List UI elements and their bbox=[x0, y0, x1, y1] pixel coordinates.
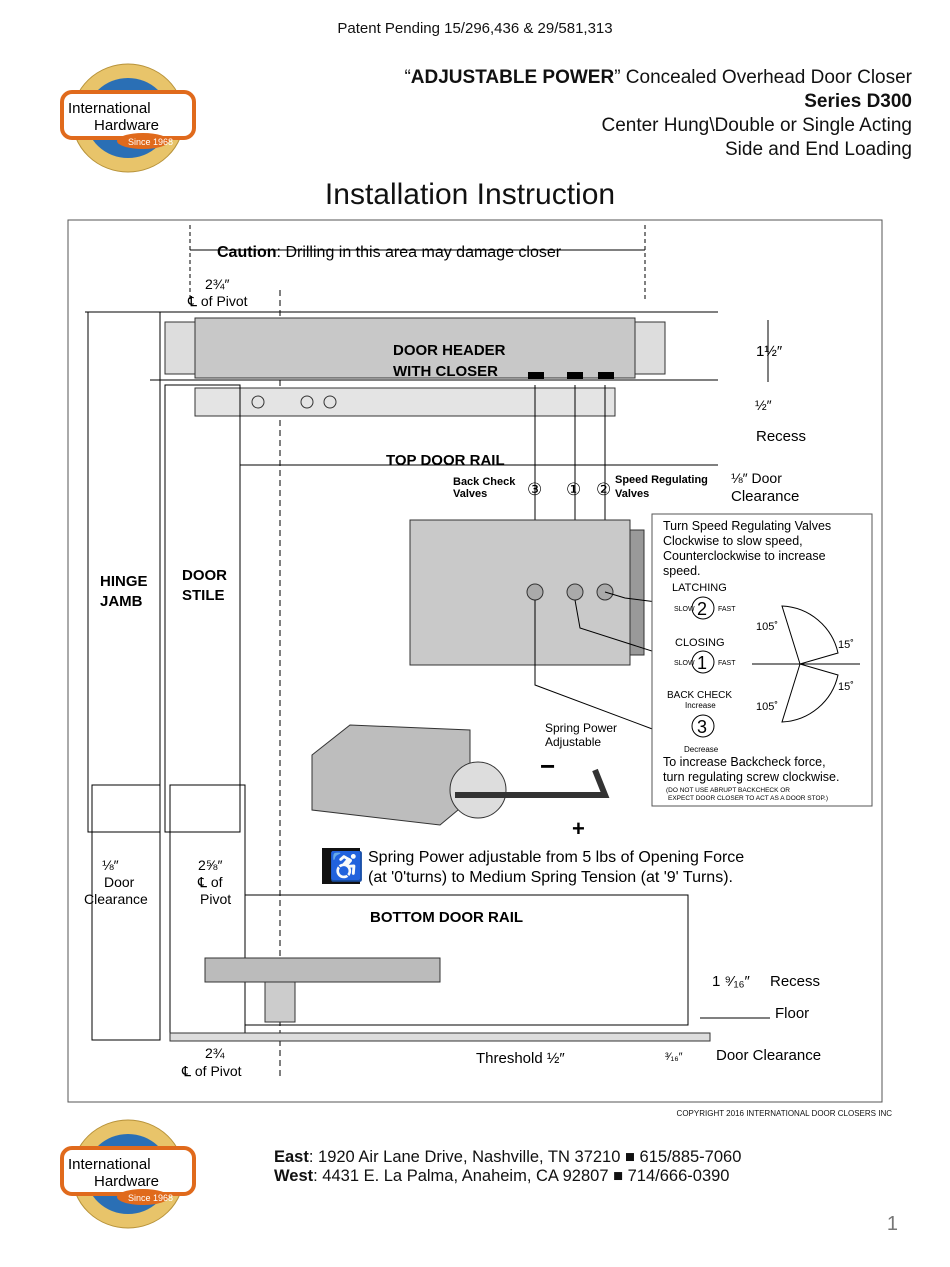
dim-half-label: ½″ bbox=[755, 397, 772, 413]
spring-power-2-label: Adjustable bbox=[545, 735, 601, 749]
threshold bbox=[169, 1032, 711, 1042]
diagram-frame bbox=[67, 219, 883, 1103]
plus-label: + bbox=[572, 816, 585, 841]
company-logo-footer: International Hardware Since 1968 bbox=[60, 1119, 196, 1229]
company-logo: International Hardware Since 1968 bbox=[60, 63, 196, 173]
n2-label: 2 bbox=[697, 599, 707, 619]
product-title: “ADJUSTABLE POWER” Concealed Overhead Do… bbox=[404, 67, 912, 88]
closing-label: CLOSING bbox=[675, 637, 725, 649]
back-check-label: BACK CHECK bbox=[667, 690, 732, 701]
dim-1half-label: 1½″ bbox=[756, 343, 783, 360]
line4-label: speed. bbox=[663, 564, 701, 578]
top-door-rail-label: TOP DOOR RAIL bbox=[386, 452, 505, 469]
pivot-top-dim-label: 2¾″ bbox=[205, 276, 229, 292]
product-subtitle: Center Hung\Double or Single Acting bbox=[601, 115, 912, 136]
with-closer-label: WITH CLOSER bbox=[393, 363, 498, 380]
line3-label: Counterclockwise to increase bbox=[663, 549, 826, 563]
pivot-mid-dim-label: 2⅝″ bbox=[198, 857, 222, 873]
back-check-valves-2-label: Valves bbox=[453, 488, 487, 500]
caution-bold-label: Caution bbox=[217, 244, 277, 261]
angle-15-bottom-label: 15˚ bbox=[838, 681, 854, 693]
fast-label: FAST bbox=[718, 606, 736, 613]
door-clearance-bottom-3-label: Clearance bbox=[84, 891, 148, 907]
speed-valves-1-label: Speed Regulating bbox=[615, 474, 708, 486]
recess-label: Recess bbox=[756, 428, 806, 445]
line1-label: Turn Speed Regulating Valves bbox=[663, 519, 831, 533]
threshold-label: Threshold ½″ bbox=[476, 1050, 565, 1067]
spring-power-1-label: Spring Power bbox=[545, 721, 617, 735]
series: Series D300 bbox=[804, 91, 912, 112]
instructions-box bbox=[651, 513, 873, 807]
name2-label: Hardware bbox=[94, 1173, 159, 1190]
door-header-label: DOOR HEADER bbox=[393, 342, 506, 359]
warning-1-label: (DO NOT USE ABRUPT BACKCHECK OR bbox=[666, 787, 790, 794]
door-stile-2-label: STILE bbox=[182, 587, 225, 604]
pivot-mid-2-label: Pivot bbox=[200, 891, 231, 907]
slow-label: SLOW bbox=[674, 606, 695, 613]
since-label: Since 1968 bbox=[128, 1193, 173, 1203]
floor-label: Floor bbox=[775, 1005, 809, 1022]
top-pivot-arm bbox=[194, 387, 616, 417]
spring-note-2-label: (at '0'turns) to Medium Spring Tension (… bbox=[368, 869, 733, 886]
spring-note-1-label: Spring Power adjustable from 5 lbs of Op… bbox=[368, 849, 744, 866]
name2-label: Hardware bbox=[94, 117, 159, 134]
dim-3-16-label: ³⁄₁₆″ bbox=[665, 1051, 683, 1063]
angle-105-bottom-label: 105˚ bbox=[756, 701, 778, 713]
caution-rest-label: : Drilling in this area may damage close… bbox=[277, 244, 562, 261]
dim-1-9-16-label: 1 ⁹⁄₁₆″ bbox=[712, 973, 751, 990]
increase-label: Increase bbox=[685, 701, 716, 710]
n3-label: 3 bbox=[697, 717, 707, 737]
angle-15-top-label: 15˚ bbox=[838, 639, 854, 651]
name1-label: International bbox=[68, 100, 151, 117]
latching-label: LATCHING bbox=[672, 582, 727, 594]
door-clearance-bottom-2-label: Door bbox=[104, 874, 135, 890]
bottom-pivot-plate bbox=[204, 957, 441, 983]
pivot-bottom-dim-label: 2¾ bbox=[205, 1045, 225, 1061]
patent-notice: Patent Pending 15/296,436 & 29/581,313 bbox=[337, 20, 613, 37]
recess-bottom-label: Recess bbox=[770, 973, 820, 990]
backcheck-1-label: To increase Backcheck force, bbox=[663, 755, 826, 769]
accessibility-icon bbox=[322, 848, 360, 884]
copyright: COPYRIGHT 2016 INTERNATIONAL DOOR CLOSER… bbox=[676, 1109, 892, 1118]
line2-label: Clockwise to slow speed, bbox=[663, 534, 803, 548]
fast-label: FAST bbox=[718, 660, 736, 667]
decrease-label: Decrease bbox=[684, 745, 719, 754]
door-clearance-label: Door Clearance bbox=[716, 1047, 821, 1064]
door-clearance-bottom-1-label: ⅛″ bbox=[102, 857, 119, 873]
closer-spring-illustration bbox=[311, 724, 471, 826]
door-clearance-top-2-label: Clearance bbox=[731, 488, 799, 505]
pivot-mid-1-label: ℄ of bbox=[197, 874, 223, 890]
backcheck-2-label: turn regulating screw clockwise. bbox=[663, 770, 839, 784]
door-clearance-top-1-label: ⅛″ Door bbox=[731, 470, 782, 486]
back-check-valves-1-label: Back Check bbox=[453, 476, 516, 488]
since-label: Since 1968 bbox=[128, 137, 173, 147]
valve-1-label: ① bbox=[566, 480, 581, 499]
minus-label: − bbox=[540, 751, 555, 781]
page-title: Installation Instruction bbox=[324, 178, 616, 211]
name1-label: International bbox=[68, 1156, 151, 1173]
caution-text: Caution: Drilling in this area may damag… bbox=[217, 244, 562, 261]
hinge-jamb-1-label: HINGE bbox=[100, 573, 148, 590]
bottom-door-rail-label: BOTTOM DOOR RAIL bbox=[370, 909, 523, 926]
angle-105-top-label: 105˚ bbox=[756, 621, 778, 633]
page-number: 1 bbox=[886, 1213, 898, 1235]
door-header-closer bbox=[194, 317, 636, 379]
n1-label: 1 bbox=[697, 653, 707, 673]
hinge-jamb-2-label: JAMB bbox=[100, 593, 143, 610]
speed-valves-2-label: Valves bbox=[615, 488, 649, 500]
svg-text:♿: ♿ bbox=[329, 850, 364, 883]
closer-closeup bbox=[409, 519, 631, 666]
hex-key bbox=[455, 768, 610, 798]
address-west: West: 4431 E. La Palma, Anaheim, CA 9280… bbox=[274, 1167, 730, 1185]
pivot-bottom-label-label: ℄ of Pivot bbox=[181, 1063, 242, 1079]
door-stile-1-label: DOOR bbox=[182, 567, 227, 584]
product-loading: Side and End Loading bbox=[725, 139, 912, 160]
slow-label: SLOW bbox=[674, 660, 695, 667]
warning-2-label: EXPECT DOOR CLOSER TO ACT AS A DOOR STOP… bbox=[668, 795, 828, 802]
address-east: East: 1920 Air Lane Drive, Nashville, TN… bbox=[274, 1148, 742, 1166]
valve-2-label: ② bbox=[596, 480, 611, 499]
pivot-top-label-label: ℄ of Pivot bbox=[187, 293, 248, 309]
